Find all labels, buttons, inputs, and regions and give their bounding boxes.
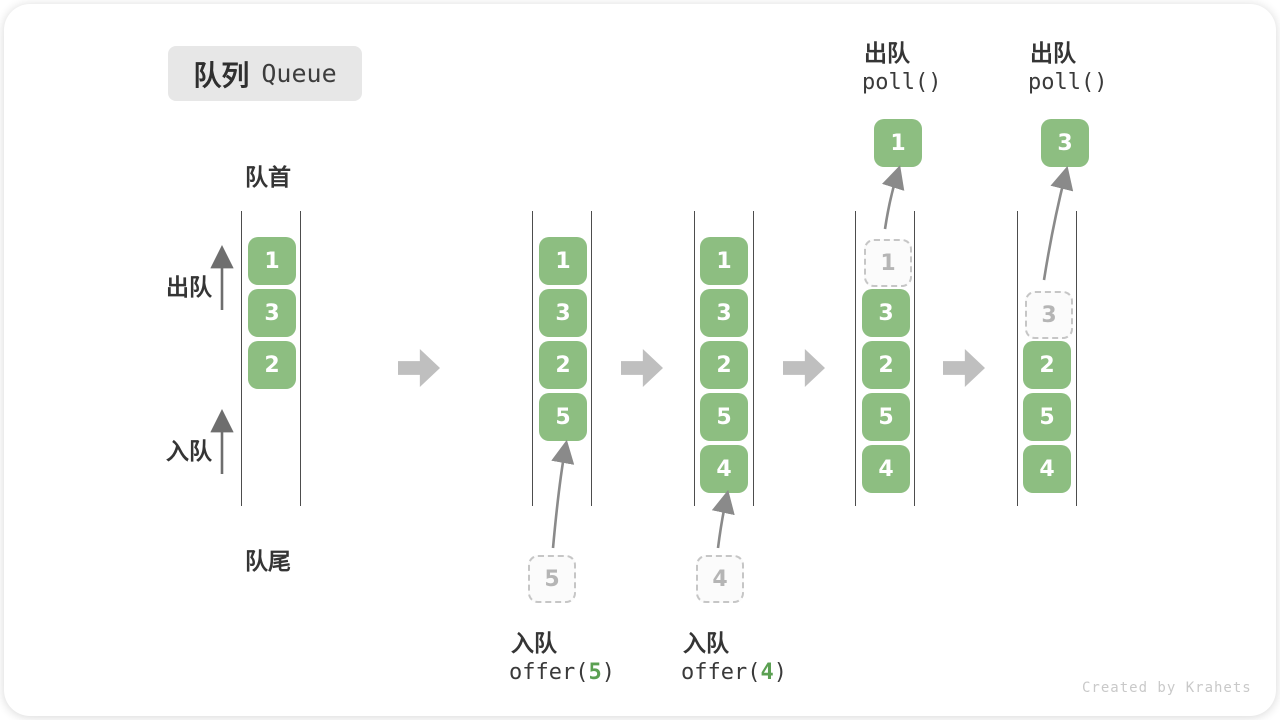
- incoming-item-ghost: 4: [696, 555, 744, 603]
- enqueue-op-code: offer(4): [681, 660, 787, 685]
- code-post: ): [773, 660, 787, 685]
- queue-item: 2: [248, 341, 296, 389]
- poll-curved-arrow-icon: [1042, 165, 1074, 281]
- queue-item: 1: [248, 237, 296, 285]
- dequeue-side-label: 出队: [166, 275, 212, 301]
- title-box: 队列 Queue: [168, 46, 362, 101]
- queue-item: 5: [862, 393, 910, 441]
- step-arrow-icon: [783, 349, 825, 387]
- step-arrow-icon: [398, 349, 440, 387]
- enqueue-op-label: 入队: [511, 631, 557, 657]
- enqueue-op-code: offer(5): [509, 660, 615, 685]
- watermark: Created by Krahets: [1082, 680, 1252, 696]
- queue-rear-label: 队尾: [245, 549, 291, 575]
- poll-curved-arrow-icon: [881, 165, 905, 230]
- queue-item: 4: [700, 445, 748, 493]
- queue-item: 5: [1023, 393, 1071, 441]
- queue-item: 4: [862, 445, 910, 493]
- incoming-item-ghost: 5: [528, 555, 576, 603]
- queue-item: 1: [539, 237, 587, 285]
- queue-item: 2: [539, 341, 587, 389]
- poll-label-zh: 出队: [1030, 41, 1076, 67]
- removed-item-ghost: 3: [1025, 291, 1073, 339]
- poll-label-zh: 出队: [864, 41, 910, 67]
- removed-item-ghost: 1: [864, 239, 912, 287]
- step-arrow-icon: [621, 349, 663, 387]
- queue-item: 2: [700, 341, 748, 389]
- code-pre: offer(: [681, 660, 761, 685]
- queue-item: 1: [700, 237, 748, 285]
- dequeue-up-arrow-icon: [210, 244, 234, 310]
- queue-item: 3: [539, 289, 587, 337]
- queue-front-label: 队首: [245, 165, 291, 191]
- title-chinese: 队列: [193, 58, 250, 92]
- enqueue-side-label: 入队: [166, 439, 212, 465]
- enqueue-up-arrow-icon: [210, 409, 234, 474]
- queue-item: 4: [1023, 445, 1071, 493]
- title-english: Queue: [261, 59, 337, 88]
- poll-code: poll(): [1028, 70, 1108, 95]
- code-pre: offer(: [509, 660, 589, 685]
- code-arg: 4: [760, 660, 774, 685]
- enqueue-curved-arrow-icon: [551, 439, 575, 549]
- queue-item: 2: [862, 341, 910, 389]
- polled-item: 3: [1041, 119, 1089, 167]
- queue-item: 3: [248, 289, 296, 337]
- queue-item: 3: [862, 289, 910, 337]
- polled-item: 1: [874, 119, 922, 167]
- queue-walls-state3: [694, 211, 754, 506]
- queue-walls-state2: [532, 211, 592, 506]
- queue-item: 3: [700, 289, 748, 337]
- queue-diagram: 队列 Queue 队首 队尾 出队 入队 1 3 2 1 3 2 5 5 1 3…: [4, 4, 1276, 716]
- code-arg: 5: [588, 660, 602, 685]
- queue-walls-state4: [855, 211, 915, 506]
- enqueue-curved-arrow-icon: [711, 489, 735, 549]
- step-arrow-icon: [943, 349, 985, 387]
- queue-walls-state1: [241, 211, 301, 506]
- poll-code: poll(): [862, 70, 942, 95]
- queue-item: 5: [539, 393, 587, 441]
- queue-item: 5: [700, 393, 748, 441]
- enqueue-op-label: 入队: [683, 631, 729, 657]
- code-post: ): [601, 660, 615, 685]
- queue-item: 2: [1023, 341, 1071, 389]
- queue-walls-state5: [1017, 211, 1077, 506]
